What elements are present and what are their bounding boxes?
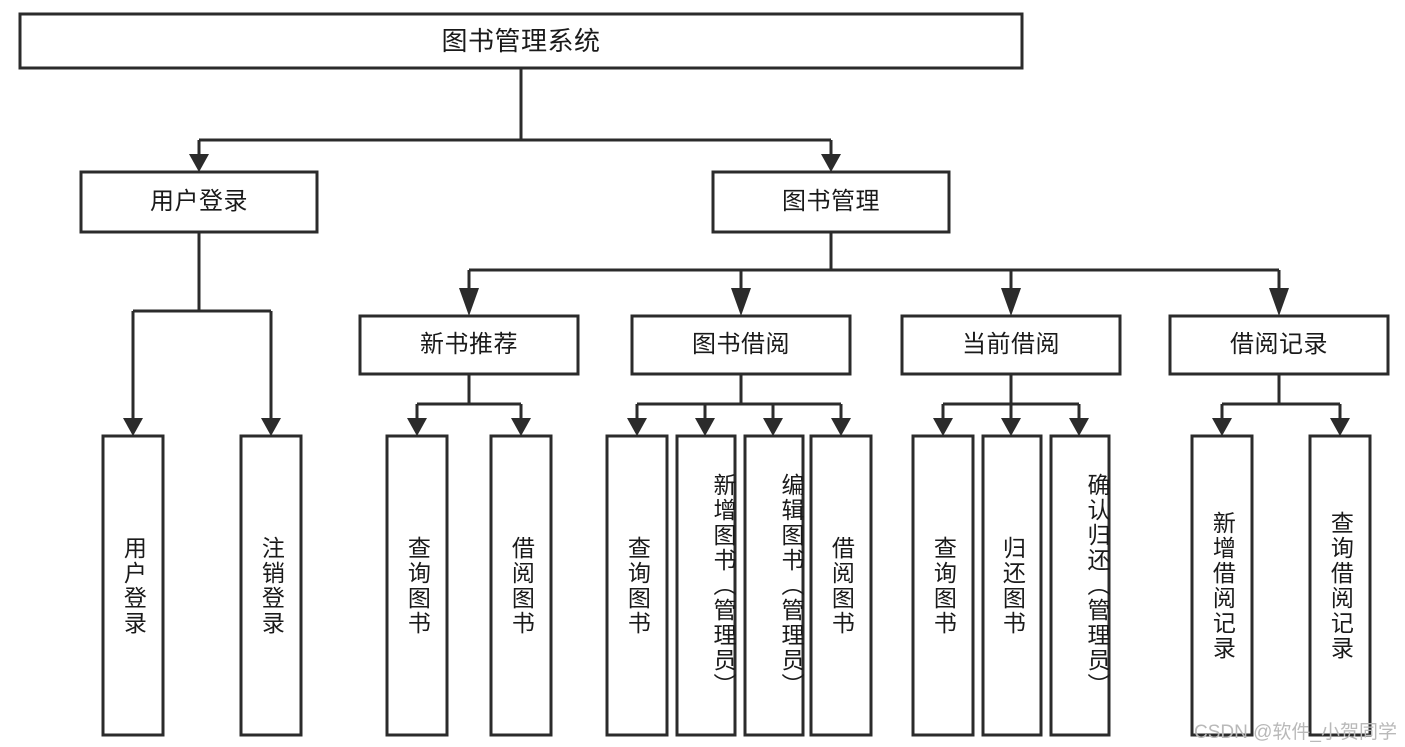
- node-box-leaf-query-book-b[interactable]: [605, 434, 669, 737]
- node-box-current-borrow[interactable]: [900, 314, 1122, 376]
- node-box-borrow-record[interactable]: [1168, 314, 1390, 376]
- node-box-book-borrow[interactable]: [630, 314, 852, 376]
- node-box-leaf-query-book-c[interactable]: [911, 434, 975, 737]
- node-box-new-book-rec[interactable]: [358, 314, 580, 376]
- node-box-leaf-add-book[interactable]: [675, 434, 737, 737]
- edge-new-book-rec-bus: [415, 374, 523, 420]
- arrow-root-to-user-login: [189, 154, 209, 172]
- node-box-leaf-query-book-a[interactable]: [385, 434, 449, 737]
- arrow-book-manage-to-current-borrow: [1001, 288, 1021, 316]
- arrow-book-manage-to-book-borrow: [731, 288, 751, 316]
- node-box-root[interactable]: [18, 12, 1024, 70]
- node-box-leaf-borrow-book-b[interactable]: [809, 434, 873, 737]
- arrow-book-manage-to-new-book-rec: [459, 288, 479, 316]
- arrow-root-to-book-manage: [821, 154, 841, 172]
- node-box-leaf-return-book[interactable]: [981, 434, 1043, 737]
- arrow-borrow-record-to-query-record: [1330, 418, 1350, 436]
- arrow-book-borrow-to-edit-book: [763, 418, 783, 436]
- arrow-borrow-record-to-add-record: [1212, 418, 1232, 436]
- node-box-leaf-borrow-book-a[interactable]: [489, 434, 553, 737]
- arrow-user-login-to-leaf-user-login: [123, 418, 143, 436]
- arrow-book-borrow-to-add-book: [695, 418, 715, 436]
- node-box-leaf-confirm-return[interactable]: [1049, 434, 1111, 737]
- watermark-text: CSDN @软件_小贺同学: [1194, 722, 1397, 743]
- edge-book-manage-bus: [467, 232, 1281, 290]
- arrow-new-book-rec-to-borrow-book: [511, 418, 531, 436]
- connector-layer: [123, 68, 1350, 436]
- node-box-layer: [18, 12, 1390, 737]
- edge-current-borrow-bus: [941, 374, 1081, 420]
- arrow-new-book-rec-to-query-book: [407, 418, 427, 436]
- node-box-leaf-logout[interactable]: [239, 434, 303, 737]
- node-box-leaf-edit-book[interactable]: [743, 434, 805, 737]
- node-box-user-login[interactable]: [79, 170, 319, 234]
- arrow-book-borrow-to-borrow-book: [831, 418, 851, 436]
- edge-borrow-record-bus: [1220, 374, 1342, 420]
- node-box-leaf-add-record[interactable]: [1190, 434, 1254, 737]
- arrow-user-login-to-leaf-logout: [261, 418, 281, 436]
- arrow-current-borrow-to-query-book: [933, 418, 953, 436]
- node-box-leaf-query-record[interactable]: [1308, 434, 1372, 737]
- arrow-book-manage-to-borrow-record: [1269, 288, 1289, 316]
- edge-book-borrow-bus: [635, 374, 843, 420]
- arrow-book-borrow-to-query-book: [627, 418, 647, 436]
- arrow-current-borrow-to-confirm-return: [1069, 418, 1089, 436]
- edge-root-bus: [197, 68, 833, 156]
- node-box-book-manage[interactable]: [711, 170, 951, 234]
- arrow-current-borrow-to-return-book: [1001, 418, 1021, 436]
- edge-user-login-bus: [131, 232, 273, 420]
- node-box-leaf-user-login[interactable]: [101, 434, 165, 737]
